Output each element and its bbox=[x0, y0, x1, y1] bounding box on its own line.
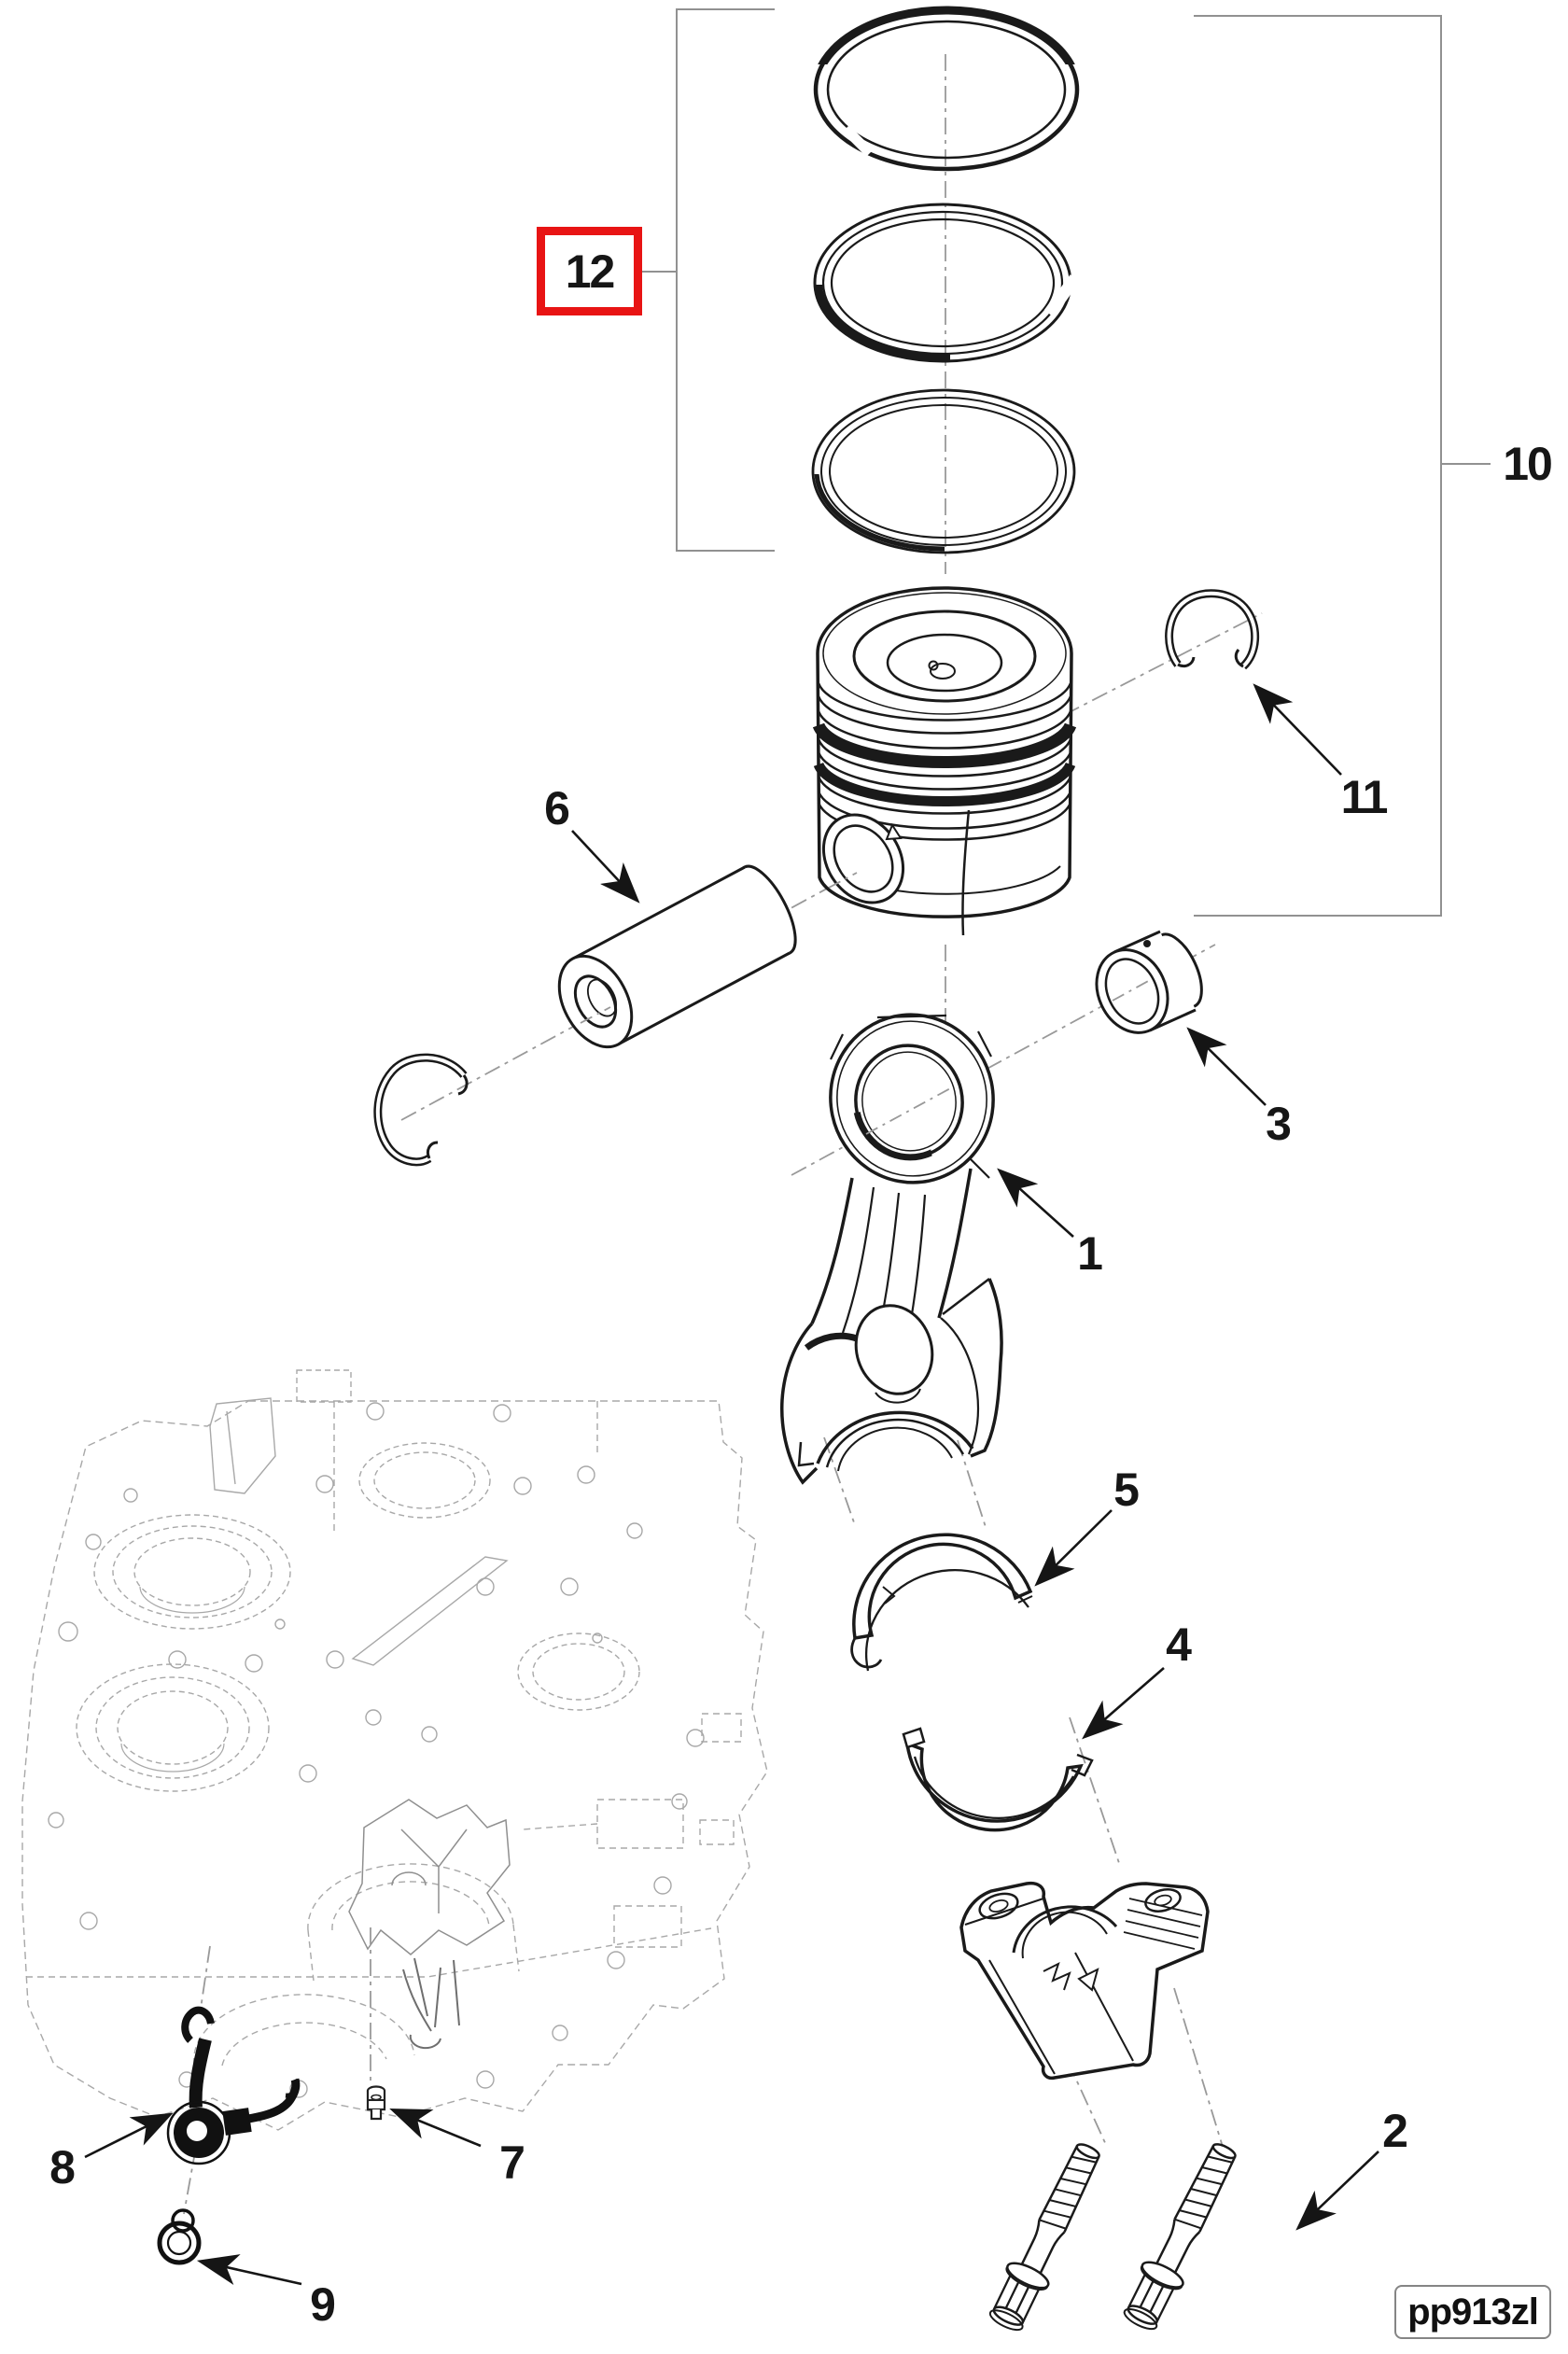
arrow-2 bbox=[1295, 2151, 1379, 2231]
callout-label-10[interactable]: 10 bbox=[1503, 438, 1553, 490]
bore-centerline-segments bbox=[580, 872, 1153, 1135]
highlight-box[interactable]: 12 bbox=[537, 227, 642, 315]
bracket-12 bbox=[676, 8, 775, 552]
connecting-rod bbox=[780, 1013, 1003, 1485]
retaining-ring-right bbox=[1165, 589, 1260, 670]
cylinder-bores bbox=[76, 1442, 640, 1792]
arrow-8 bbox=[84, 2112, 174, 2159]
callout-label-2[interactable]: 2 bbox=[1382, 2105, 1408, 2157]
piston-ring-set bbox=[811, 6, 1081, 554]
arrow-4 bbox=[1082, 1667, 1165, 1740]
callout-label-7[interactable]: 7 bbox=[499, 2137, 525, 2189]
arrow-3 bbox=[1186, 1027, 1267, 1106]
arrow-5 bbox=[1034, 1509, 1113, 1587]
callout-label-11[interactable]: 11 bbox=[1340, 771, 1389, 823]
oil-control-ring bbox=[811, 347, 1076, 554]
piston-cooling-nozzle bbox=[166, 2006, 301, 2165]
lower-bearing-shell bbox=[902, 1727, 1094, 1832]
arrow-1 bbox=[997, 1168, 1074, 1238]
callout-label-12: 12 bbox=[565, 245, 616, 298]
bolt-holes bbox=[48, 1402, 705, 2098]
callout-label-5[interactable]: 5 bbox=[1113, 1464, 1140, 1516]
arrow-11 bbox=[1253, 683, 1342, 776]
part-code-box: pp913zl bbox=[1394, 2285, 1551, 2339]
callout-label-3[interactable]: 3 bbox=[1266, 1098, 1292, 1150]
rod-bolts bbox=[982, 2136, 1248, 2337]
plug bbox=[157, 2208, 202, 2265]
retaining-ring-left bbox=[373, 1053, 469, 1167]
small-end-bushing bbox=[1095, 930, 1203, 1034]
upper-bearing-shell bbox=[850, 1533, 1033, 1672]
centerlines bbox=[183, 54, 1263, 2215]
callout-label-4[interactable]: 4 bbox=[1166, 1618, 1192, 1671]
engine-block-sketch bbox=[21, 1369, 768, 2131]
callout-label-9[interactable]: 9 bbox=[310, 2278, 336, 2331]
group-brackets bbox=[642, 8, 1491, 917]
piston-pin bbox=[557, 864, 797, 1049]
piston bbox=[812, 586, 1077, 936]
screw bbox=[366, 2085, 386, 2121]
second-compression-ring bbox=[813, 203, 1081, 363]
callout-label-6[interactable]: 6 bbox=[544, 782, 570, 834]
arrow-9 bbox=[196, 2254, 302, 2286]
callout-arrows bbox=[84, 683, 1379, 2286]
arrow-6 bbox=[571, 830, 640, 904]
part-code: pp913zl bbox=[1407, 2291, 1539, 2333]
callout-label-1[interactable]: 1 bbox=[1077, 1227, 1103, 1280]
arrow-7 bbox=[389, 2109, 482, 2148]
callout-label-8[interactable]: 8 bbox=[49, 2141, 76, 2193]
bearing-cap bbox=[959, 1881, 1210, 2081]
top-compression-ring bbox=[813, 6, 1080, 172]
bracket-10 bbox=[1194, 15, 1442, 917]
